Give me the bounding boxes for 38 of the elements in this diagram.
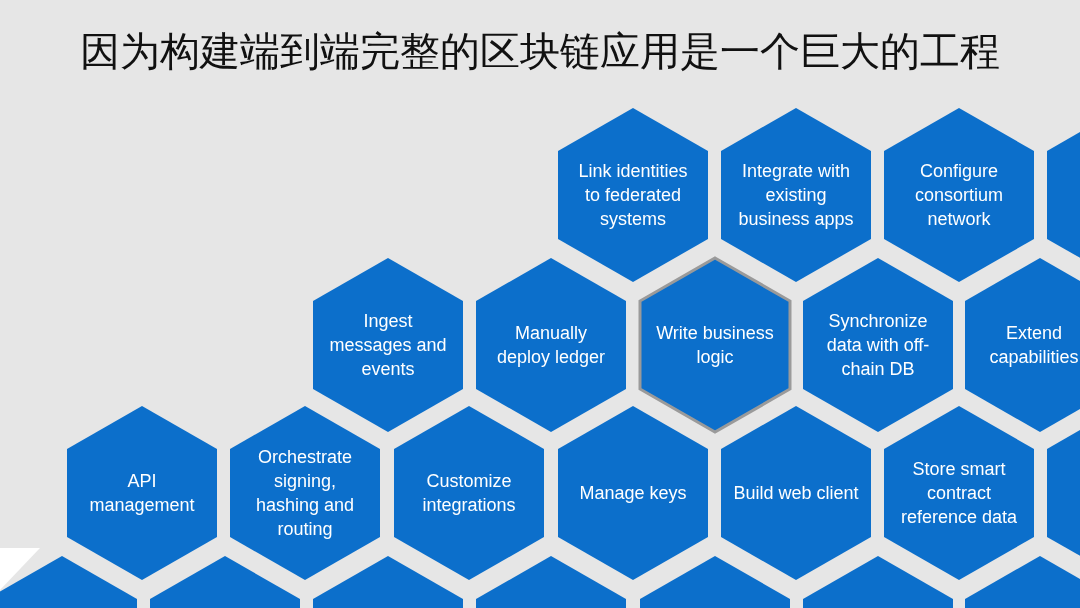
hexagon-tile [476,556,626,608]
hexagon-tile [0,556,137,608]
hexagon-tile [558,406,708,580]
hexagon-tile [721,108,871,282]
tile-label: Store smart contract reference data [899,458,1019,529]
hexagon-tile [803,556,953,608]
hexagon-tile [803,258,953,432]
hexagon-tile [965,556,1080,608]
hexagon-tile [965,258,1080,432]
hexagon-tile [558,108,708,282]
hexagon-tile [394,406,544,580]
tile-label: Orchestrate signing, hashing and routing [254,446,356,541]
hexagon-tile [313,556,463,608]
hexagon-tile [884,108,1034,282]
hexagon-tile [476,258,626,432]
tile-label: Build web client [732,482,860,505]
hexagon-tile [150,556,300,608]
tile-label: Extend capabilities [988,322,1080,369]
hexagon-tile [884,406,1034,580]
tile-label: Customize integrations [421,470,517,517]
hexagon-tile [1047,132,1080,258]
tile-label: Manage keys [578,482,688,505]
tile-label: Ingest messages and events [328,310,448,381]
tile-label: Integrate with existing business apps [737,160,855,231]
tile-label: Synchronize data with off-chain DB [825,310,931,381]
tile-label: Configure consortium network [914,160,1004,231]
tile-label: Write business logic [655,322,775,369]
hexagon-tile [67,406,217,580]
hexagon-tile [313,258,463,432]
tile-label: Manually deploy ledger [495,322,607,369]
tile-label: API management [88,470,196,517]
tile-label: Link identities to federated systems [577,160,689,231]
hexagon-tile [230,406,380,580]
hexagon-tile [640,556,790,608]
slide-title: 因为构建端到端完整的区块链应用是一个巨大的工程 [79,27,1001,76]
hexagon-tile [1047,430,1080,556]
highlighted-hexagon [638,256,792,434]
hexagon-tile [721,406,871,580]
